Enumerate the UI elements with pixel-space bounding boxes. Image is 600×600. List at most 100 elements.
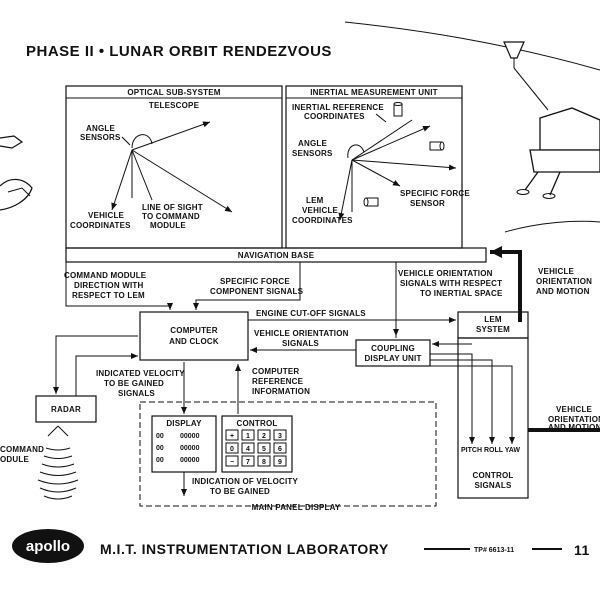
imu-reference-1: INERTIAL REFERENCE <box>292 103 384 112</box>
cm-direction-2: DIRECTION WITH <box>74 281 143 290</box>
vo-inertial-3: TO INERTIAL SPACE <box>420 289 503 298</box>
keypad-key[interactable] <box>241 442 255 454</box>
radar-label: RADAR <box>51 405 81 414</box>
keypad-key[interactable] <box>241 429 255 441</box>
keypad-key[interactable] <box>273 442 287 454</box>
line-of-sight-1: LINE OF SIGHT <box>142 203 203 212</box>
keypad-key[interactable] <box>257 429 271 441</box>
imu-lem-2: VEHICLE <box>302 206 339 215</box>
optical-vehicle-1: VEHICLE <box>88 211 125 220</box>
imu-lem-3: COORDINATES <box>292 216 353 225</box>
command-module-icon <box>503 41 525 68</box>
control-panel <box>221 415 293 473</box>
keypad-key[interactable] <box>257 455 271 467</box>
control-signals-1: CONTROL <box>473 471 514 480</box>
computer-reference-3: INFORMATION <box>252 387 310 396</box>
computer-label-1: COMPUTER <box>170 326 217 335</box>
display-value-1: 00000 <box>180 433 200 440</box>
display-code-3: 00 <box>156 457 164 464</box>
vo-motion-top-1: VEHICLE <box>538 267 575 276</box>
optical-vehicle-2: COORDINATES <box>70 221 131 230</box>
indication-velocity-1: INDICATION OF VELOCITY <box>192 477 298 486</box>
display-readouts: 00 00000 00 00000 00 00000 <box>156 433 200 464</box>
vo-motion-top-3: AND MOTION <box>536 287 590 296</box>
navigation-base-label: NAVIGATION BASE <box>238 251 315 260</box>
keypad-key-label: 5 <box>262 446 266 453</box>
imu-angle-2: SENSORS <box>292 149 333 158</box>
keypad-key[interactable] <box>241 455 255 467</box>
sf-component-2: COMPONENT SIGNALS <box>210 287 304 296</box>
vo-motion-top-2: ORIENTATION <box>536 277 592 286</box>
lem-system-2: SYSTEM <box>476 325 510 334</box>
indication-velocity-2: TO BE GAINED <box>210 487 270 496</box>
computer-reference-2: REFERENCE <box>252 377 304 386</box>
apollo-logo-text: apollo <box>26 538 70 555</box>
keypad-key[interactable] <box>257 442 271 454</box>
vo-signals-2: SIGNALS <box>282 339 319 348</box>
line-of-sight-ray <box>513 67 549 111</box>
specific-force-2: SENSOR <box>410 199 445 208</box>
page-title: PHASE II • LUNAR ORBIT RENDEZVOUS <box>26 43 332 60</box>
keypad-key-label: 6 <box>278 446 282 453</box>
sf-component-1: SPECIFIC FORCE <box>220 277 290 286</box>
display-code-2: 00 <box>156 445 164 452</box>
lunar-module-icon <box>516 107 600 199</box>
keypad-key[interactable] <box>273 455 287 467</box>
keypad-key-label: 9 <box>278 459 282 466</box>
lunar-surface <box>504 220 600 233</box>
radar-beam-icon <box>37 425 79 500</box>
vo-signals-1: VEHICLE ORIENTATION <box>254 329 349 338</box>
keypad-key-label: − <box>230 459 234 466</box>
keypad-key[interactable] <box>225 455 239 467</box>
vo-motion-right-1: VEHICLE <box>556 405 593 414</box>
apollo-logo: apollo <box>12 529 84 563</box>
cm-direction-3: RESPECT TO LEM <box>72 291 145 300</box>
vo-motion-right-3: AND MOTION <box>548 423 600 432</box>
vo-inertial-1: VEHICLE ORIENTATION <box>398 269 493 278</box>
keypad-key-label: 4 <box>246 446 250 453</box>
display-value-2: 00000 <box>180 445 200 452</box>
coupling-display-box <box>355 339 431 367</box>
computer-reference-1: COMPUTER <box>252 367 299 376</box>
telescope-label: TELESCOPE <box>149 101 200 110</box>
pitch-roll-yaw: PITCH ROLL YAW <box>461 447 520 454</box>
computer-clock-box <box>139 311 249 361</box>
keypad-key-label: 0 <box>230 446 234 453</box>
imu-heading: INERTIAL MEASUREMENT UNIT <box>310 88 438 97</box>
mit-lab-name: M.I.T. INSTRUMENTATION LABORATORY <box>100 541 389 557</box>
display-heading: DISPLAY <box>166 419 202 428</box>
keypad-key[interactable] <box>273 429 287 441</box>
imu-lem-1: LEM <box>306 196 324 205</box>
imu-reference-2: COORDINATES <box>304 112 365 121</box>
main-panel-label: MAIN PANEL DISPLAY <box>252 503 341 512</box>
optical-subsystem-heading: OPTICAL SUB-SYSTEM <box>127 88 220 97</box>
indicated-velocity-1: INDICATED VELOCITY <box>96 369 185 378</box>
tp-number: TP# 6613-11 <box>474 547 514 554</box>
line-of-sight-3: MODULE <box>150 221 186 230</box>
telescope-vector-icon <box>111 121 233 213</box>
imu-angle-1: ANGLE <box>298 139 327 148</box>
optical-angle-sensors-1: ANGLE <box>86 124 115 133</box>
specific-force-1: SPECIFIC FORCE <box>400 189 470 198</box>
lem-system-1: LEM <box>484 315 502 324</box>
line-of-sight-2: TO COMMAND <box>142 212 200 221</box>
vo-inertial-2: SIGNALS WITH RESPECT <box>400 279 502 288</box>
keypad-key-label: + <box>230 433 234 440</box>
display-code-1: 00 <box>156 433 164 440</box>
indicated-velocity-3: SIGNALS <box>118 389 155 398</box>
keypad-key[interactable] <box>225 429 239 441</box>
keypad-key[interactable] <box>225 442 239 454</box>
page-number: 11 <box>574 542 590 558</box>
display-value-3: 00000 <box>180 457 200 464</box>
keypad-key-label: 8 <box>262 459 266 466</box>
navigation-base-box <box>65 247 487 263</box>
radar-box <box>35 395 97 423</box>
coupling-1: COUPLING <box>371 344 415 353</box>
control-signals-box <box>457 337 529 499</box>
lem-motion-feedback-line <box>490 246 522 322</box>
keypad-key-label: 3 <box>278 433 282 440</box>
main-panel-display-frame <box>139 401 437 507</box>
keypad-key-label: 2 <box>262 433 266 440</box>
astronaut-figure-icon <box>0 135 33 211</box>
